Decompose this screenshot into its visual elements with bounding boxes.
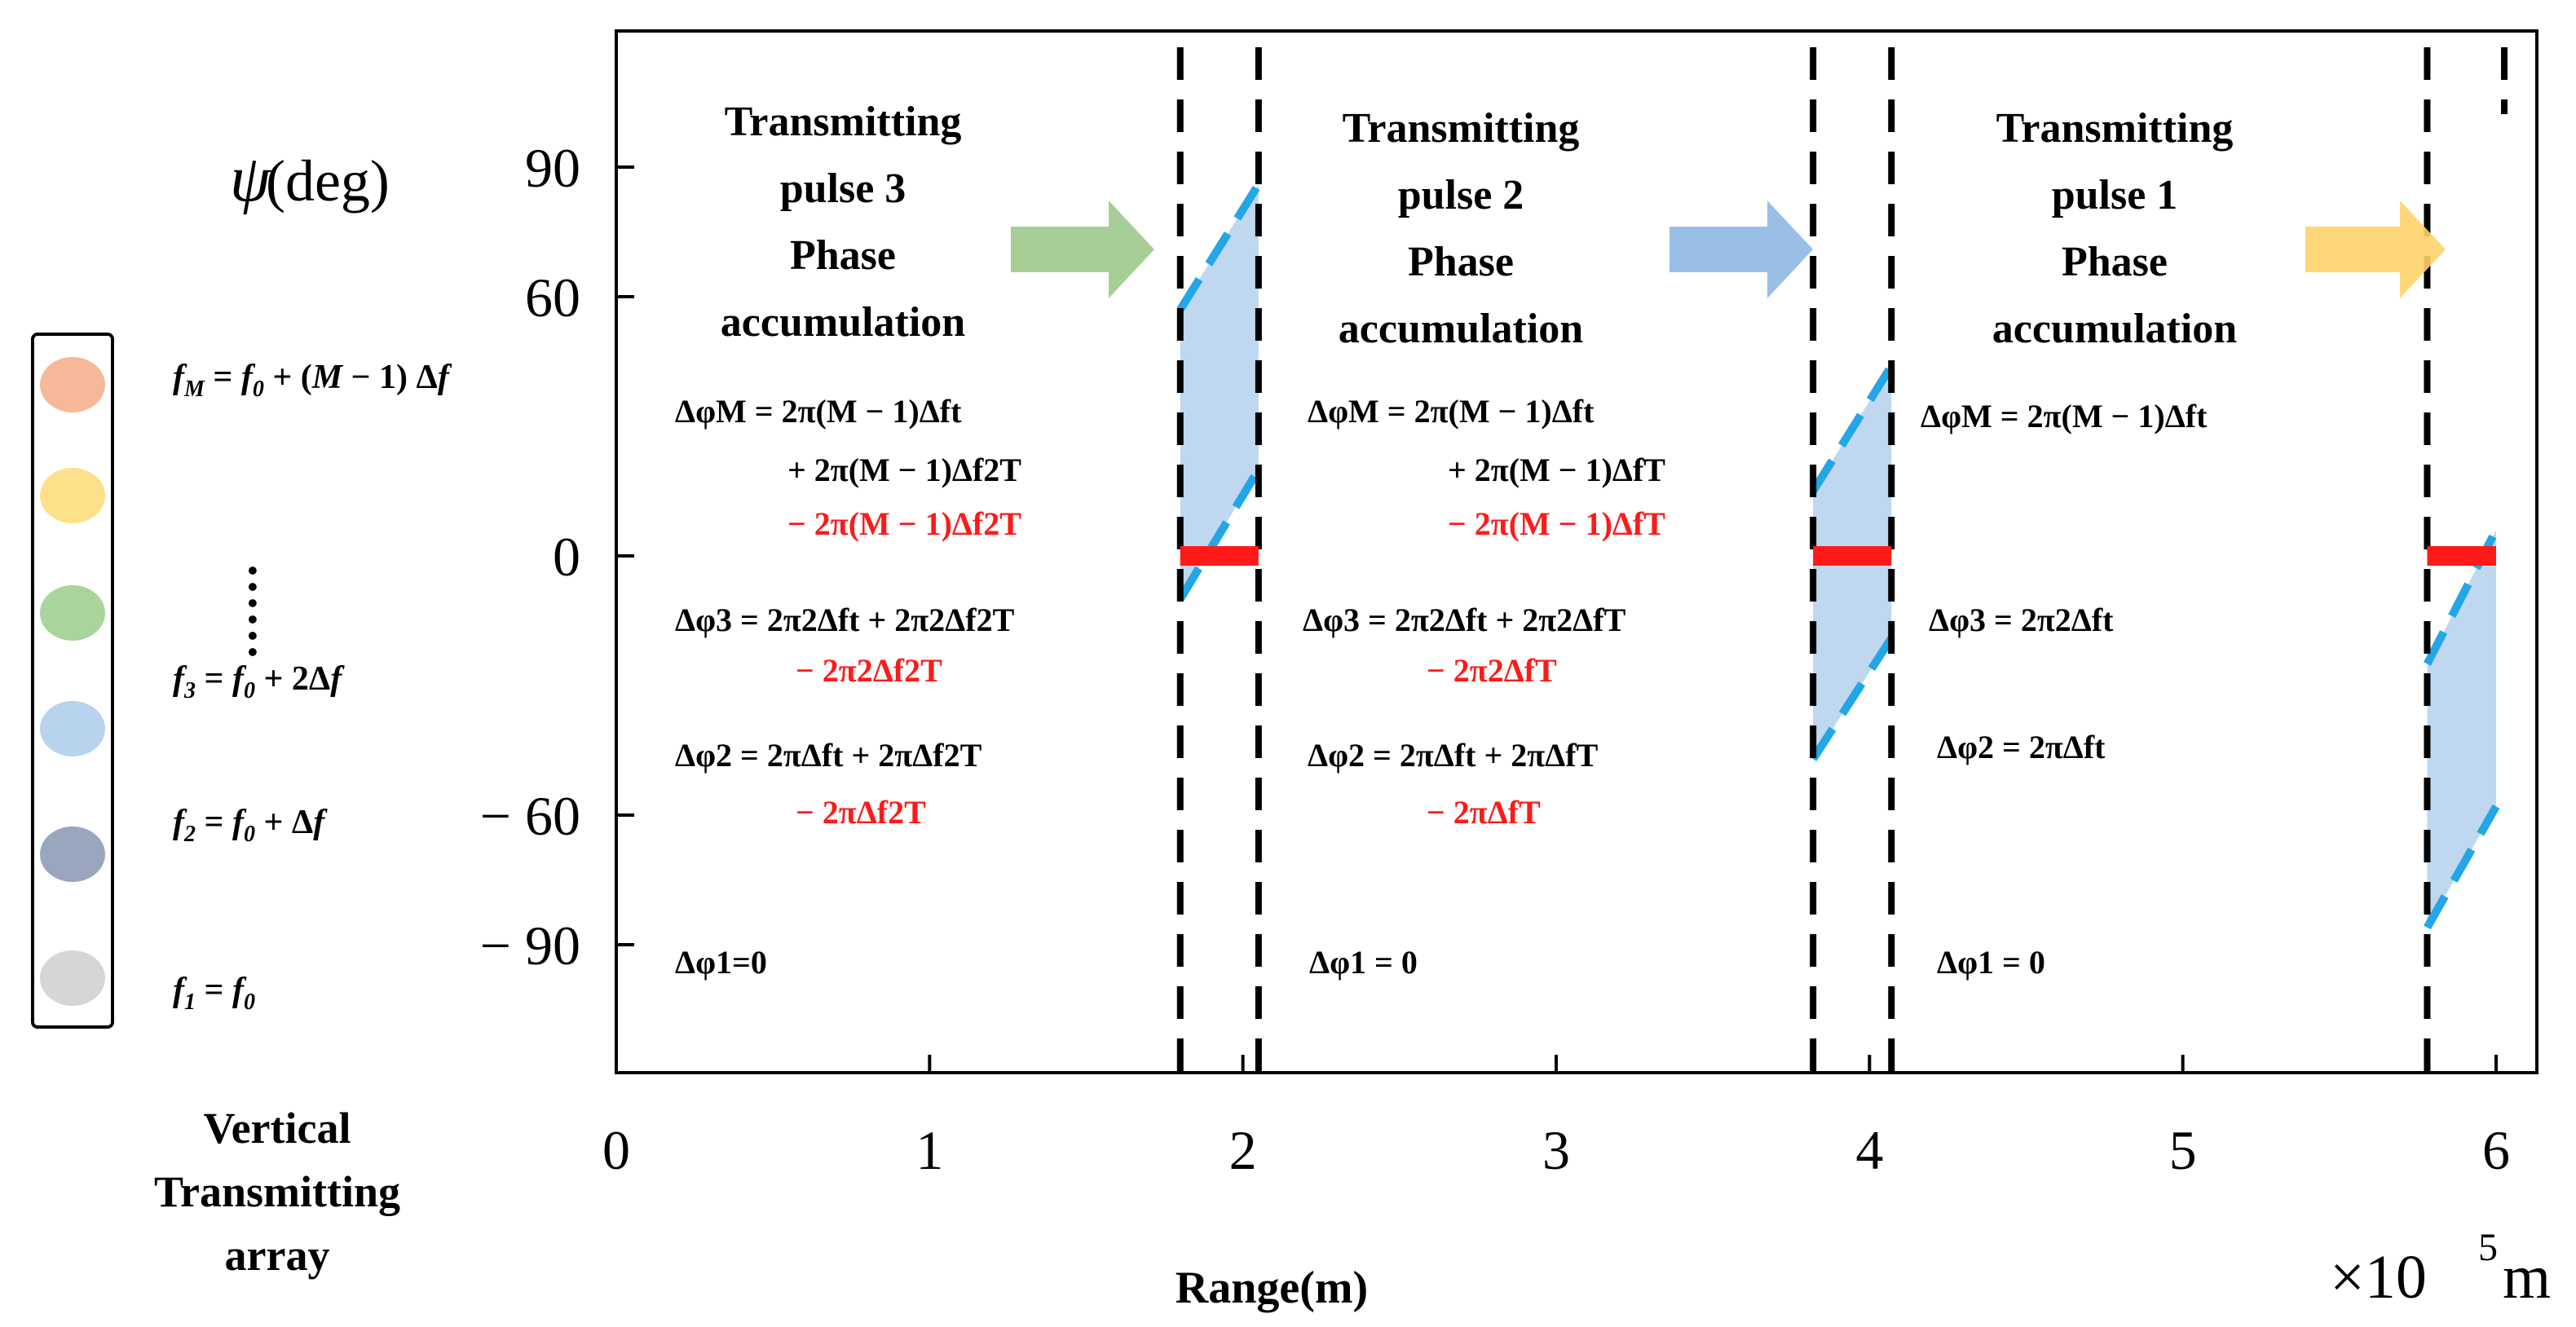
propagation-arrows [1011,201,2446,298]
x-tick-label: 6 [2482,1119,2510,1181]
y-axis-unit: (deg) [266,148,390,214]
array-element-2 [40,827,105,882]
formula-m-line-2: + 2π(M − 1)Δf2T [787,452,1021,488]
y-axis-ticks: 90 60 0 − 60 − 90 [480,137,634,977]
formula-m-line-1: ΔφM = 2π(M − 1)Δft [1921,398,2208,434]
phase-band [2427,530,2496,928]
arrow-pulse-1 [2305,201,2446,298]
phase-band-lower-edge [1176,467,1263,602]
x-tick-label: 0 [602,1119,630,1181]
array-element-green [40,585,105,641]
phase-band-upper-edge [1176,182,1263,312]
y-tick-label: 0 [553,526,580,588]
y-tick-label: 90 [525,137,580,199]
formula-p1: Δφ1=0 [675,944,767,981]
x-multiplier-base: ×10 [2330,1243,2427,1312]
title-line: Phase [2062,239,2168,285]
array-element-1 [40,950,105,1006]
title-line: accumulation [721,299,966,346]
title-line: pulse 2 [1398,172,1524,218]
formula-p2-line-2: − 2πΔfT [1427,794,1541,831]
pulse-bands [1176,47,2508,1073]
freq-label-3: f3 = f0 + 2Δf [173,660,345,703]
formula-p2-line-1: Δφ2 = 2πΔft + 2πΔfT [1308,737,1599,774]
x-axis-ticks: 0 1 2 3 4 5 6 [602,1055,2510,1181]
plot-frame [615,29,2539,1074]
title-line: Transmitting [1343,105,1580,152]
title-line: Phase [1408,239,1514,285]
phase-band-upper-edge [1809,364,1895,494]
transmitting-array: fM = f0 + (M − 1) Δf ······ f3 = f0 + 2Δ… [31,333,452,1280]
formula-m-line-1: ΔφM = 2π(M − 1)Δft [675,393,962,430]
x-multiplier: ×10 5 m [2330,1226,2551,1312]
section-pulse-3: Transmitting pulse 3 Phase accumulation … [675,99,1021,981]
x-multiplier-unit: m [2503,1243,2551,1312]
title-line: Phase [790,232,896,279]
y-axis-label: ψ (deg) [230,143,390,215]
phase-band-lower-edge [1809,635,1895,761]
formula-p3-line-1: Δφ3 = 2π2Δft [1929,602,2114,638]
section-pulse-1: Transmitting pulse 1 Phase accumulation … [1921,105,2237,981]
arrow-pulse-2 [1670,201,1813,298]
x-tick-label: 4 [1855,1119,1883,1181]
y-axis-symbol: ψ [230,143,271,215]
zero-phase-marker [1180,546,1259,566]
formula-m-line-2: + 2π(M − 1)ΔfT [1448,452,1665,488]
zero-phase-marker [2427,546,2496,566]
formula-p2-line-1: Δφ2 = 2πΔft + 2πΔf2T [675,737,982,774]
title-line: Transmitting [725,99,962,145]
array-label-line-1: Vertical [204,1104,351,1153]
section-pulse-2: Transmitting pulse 2 Phase accumulation … [1303,105,1665,981]
array-frame [31,333,114,1029]
x-tick-label: 3 [1542,1119,1570,1181]
freq-label-1: f1 = f0 [173,972,255,1015]
formula-m-line-1: ΔφM = 2π(M − 1)Δft [1308,393,1595,430]
x-tick-label: 2 [1229,1119,1257,1181]
formula-p3-line-2: − 2π2ΔfT [1427,652,1557,689]
formula-p2-line-1: Δφ2 = 2πΔft [1937,729,2106,765]
formula-m-line-3: − 2π(M − 1)Δf2T [787,505,1021,542]
title-line: Transmitting [1996,105,2234,152]
phase-band-lower-edge [2424,804,2500,930]
formula-p3-line-2: − 2π2Δf2T [796,652,942,689]
title-line: accumulation [1339,306,1584,352]
array-label-line-3: array [225,1231,330,1280]
array-element-3 [40,701,105,756]
formula-p3-line-1: Δφ3 = 2π2Δft + 2π2Δf2T [675,602,1015,638]
y-tick-label: − 90 [480,915,580,977]
formula-p1: Δφ1 = 0 [1309,944,1418,981]
freq-label-2: f2 = f0 + Δf [173,804,328,847]
x-tick-label: 5 [2169,1119,2197,1181]
title-line: pulse 3 [780,165,906,212]
y-tick-label: 60 [525,267,580,328]
zero-phase-marker [1813,546,1892,566]
x-tick-label: 1 [915,1119,943,1181]
arrow-pulse-3 [1011,201,1154,298]
x-axis-label: Range(m) [1176,1263,1368,1313]
y-tick-label: − 60 [480,785,580,847]
array-ellipsis: ······ [226,562,280,660]
formula-p1: Δφ1 = 0 [1937,944,2045,981]
array-label-line-2: Transmitting [154,1167,400,1216]
formula-p2-line-2: − 2πΔf2T [796,794,926,831]
title-line: accumulation [1992,306,2238,352]
freq-label-m: fM = f0 + (M − 1) Δf [173,359,452,402]
array-element-m [40,357,105,412]
title-line: pulse 1 [2052,172,2178,218]
array-element-yellow [40,468,105,523]
formula-m-line-3: − 2π(M − 1)ΔfT [1448,505,1665,542]
x-multiplier-exponent: 5 [2478,1226,2498,1269]
formula-p3-line-1: Δφ3 = 2π2Δft + 2π2ΔfT [1303,602,1626,638]
